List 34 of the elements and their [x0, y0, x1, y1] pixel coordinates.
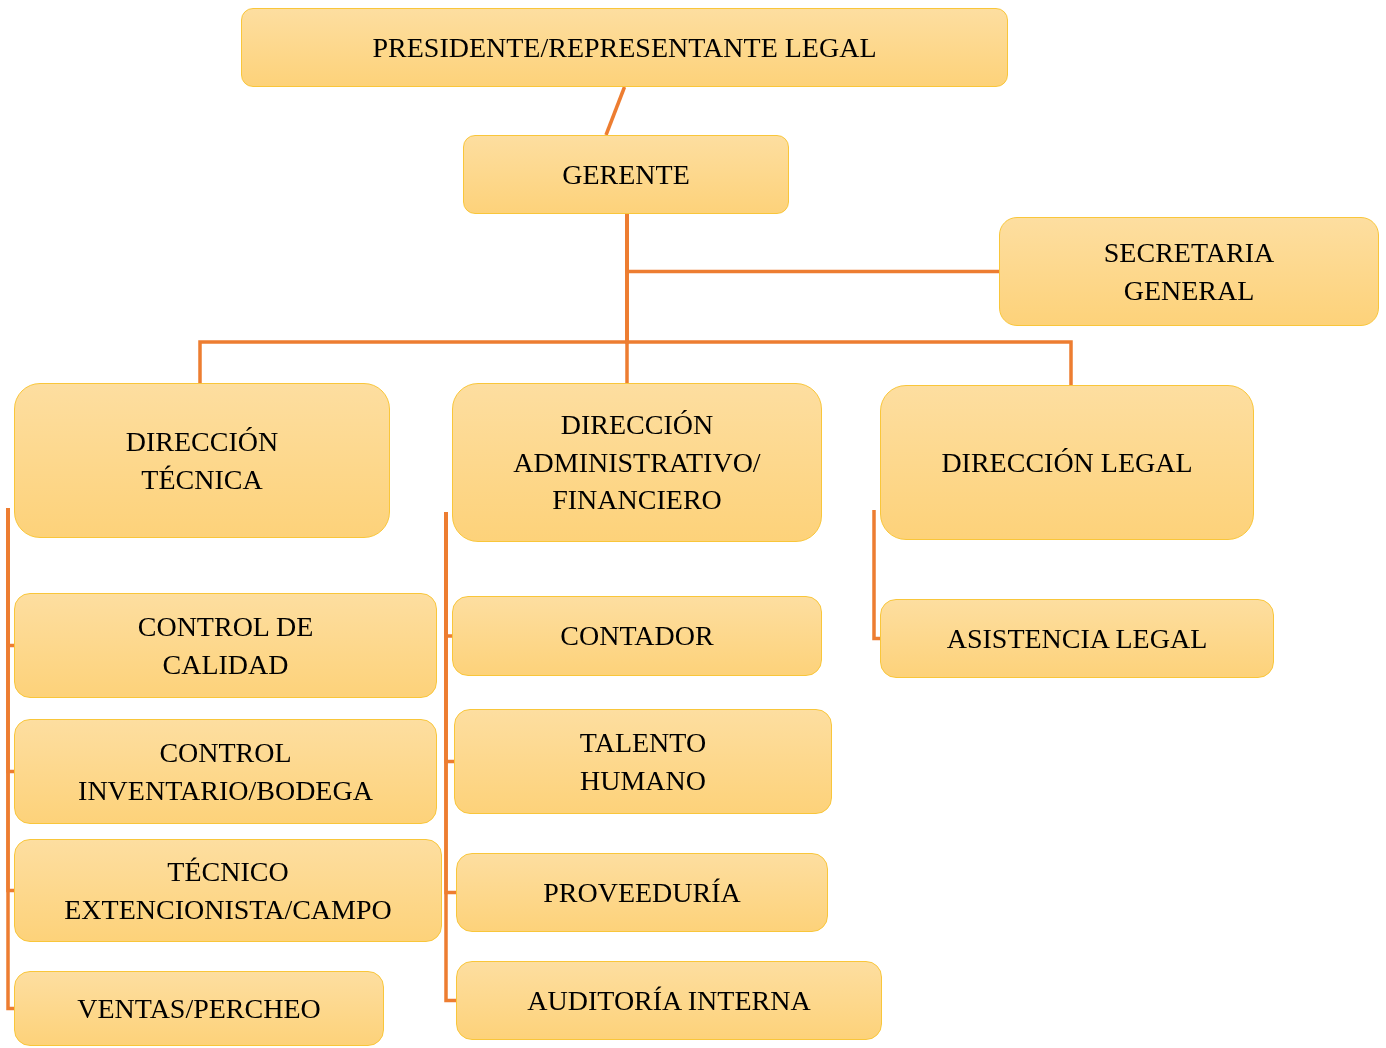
org-box	[454, 709, 832, 814]
box-label: GERENTE	[562, 157, 690, 192]
org-box	[452, 383, 822, 542]
box-label: TÉCNICO EXTENCIONISTA/CAMPO	[63, 854, 393, 927]
box-label: DIRECCIÓN ADMINISTRATIVO/ FINANCIERO	[512, 407, 762, 518]
box-label: CONTADOR	[560, 619, 714, 654]
box-label: SECRETARIA GENERAL	[1102, 235, 1276, 308]
org-box	[463, 135, 789, 214]
connector-line	[604, 86, 627, 136]
connector-line	[444, 512, 456, 1003]
connector-line	[6, 508, 14, 1011]
box-label: DIRECCIÓN TÉCNICA	[124, 424, 280, 497]
box-label: PROVEEDURÍA	[543, 875, 741, 910]
box-label: CONTROL DE CALIDAD	[136, 609, 315, 682]
org-box	[14, 971, 384, 1046]
org-box	[241, 8, 1008, 87]
org-box	[880, 385, 1254, 540]
box-label: VENTAS/PERCHEO	[77, 991, 321, 1026]
org-box	[456, 961, 882, 1040]
box-label: ASISTENCIA LEGAL	[946, 621, 1208, 656]
org-box	[14, 593, 437, 698]
box-label: DIRECCIÓN LEGAL	[941, 445, 1193, 480]
org-box	[456, 853, 828, 932]
connector-line	[872, 510, 880, 641]
org-box	[880, 599, 1274, 678]
org-box	[14, 839, 442, 942]
box-label: PRESIDENTE/REPRESENTANTE LEGAL	[372, 30, 877, 65]
box-label: AUDITORÍA INTERNA	[527, 983, 811, 1018]
org-box	[999, 217, 1379, 326]
org-box	[452, 596, 822, 676]
box-label: TALENTO HUMANO	[578, 725, 708, 798]
org-box	[14, 719, 437, 824]
org-box	[14, 383, 390, 538]
box-label: CONTROL INVENTARIO/BODEGA	[77, 735, 374, 808]
